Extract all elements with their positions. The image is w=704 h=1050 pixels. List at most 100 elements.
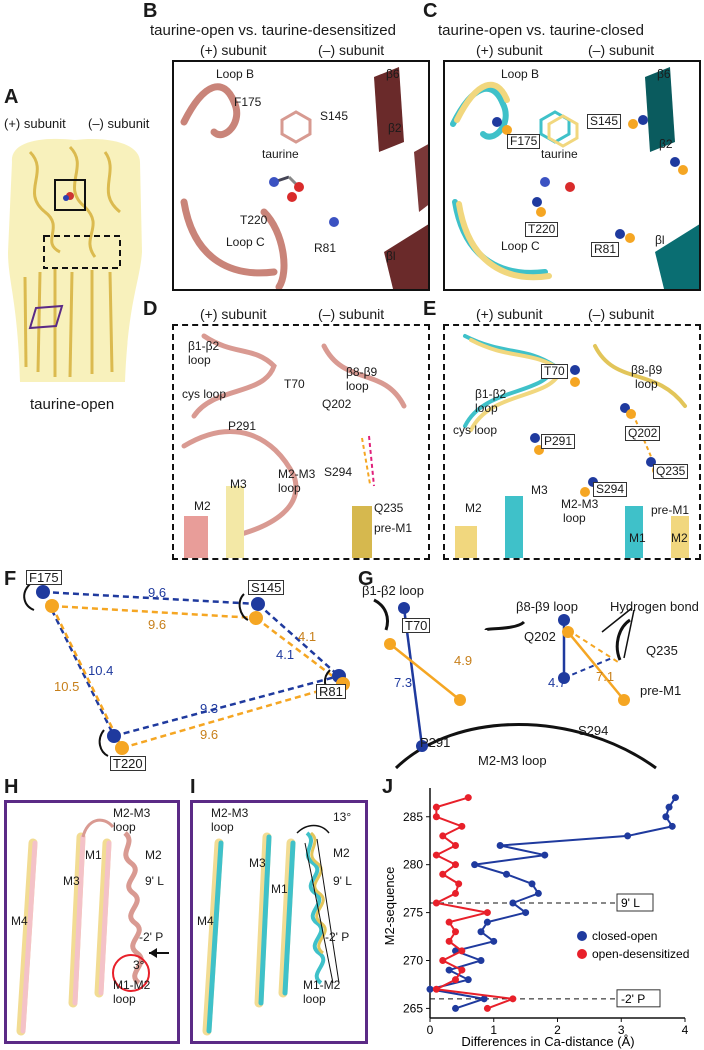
panel-c-beta6: β6 [657, 67, 671, 81]
panel-g-m2m3-loop: M2-M3 loop [478, 753, 547, 768]
panel-e-m2-left: M2 [465, 501, 482, 515]
panel-h-m4: M4 [11, 914, 28, 928]
panel-h-loop2: loop [113, 992, 136, 1006]
tm-box [28, 304, 64, 330]
panel-d-m2m3: M2-M3 [278, 467, 316, 481]
x-tick-label: 3 [618, 1023, 625, 1037]
data-point [432, 851, 440, 859]
panel-e-t70: T70 [541, 364, 568, 379]
panel-f-dist-right-orange: 4.1 [298, 629, 317, 644]
panel-i-loop1: loop [211, 820, 234, 834]
panel-g-dist-left-orange: 4.9 [454, 653, 473, 668]
panel-d-p291: P291 [228, 419, 257, 433]
panel-h-9l: 9' L [145, 874, 164, 888]
data-point [624, 832, 632, 840]
panel-e-plus-subunit: (+) subunit [476, 306, 543, 322]
panel-h-m3: M3 [63, 874, 80, 888]
data-point [445, 937, 453, 945]
panel-b-f175: F175 [234, 95, 262, 109]
panel-e-m2m3: M2-M3 [561, 497, 599, 511]
panel-c-s145: S145 [587, 114, 622, 129]
data-point [445, 918, 453, 926]
panel-d-frame: β1-β2 loop T70 cys loop β8-β9 loop Q202 … [172, 324, 430, 560]
panel-i-m2m3: M2-M3 [211, 806, 249, 820]
panel-letter-e: E [423, 298, 437, 320]
panel-e-minus-subunit: (–) subunit [588, 306, 655, 322]
data-point [458, 822, 466, 830]
x-tick-label: 0 [427, 1023, 434, 1037]
data-point [509, 899, 517, 907]
panel-c-frame: Loop B F175 β6 S145 β2 taurine T220 Loop… [443, 60, 701, 291]
panel-e-loop1: loop [635, 377, 658, 391]
panel-d-b8b9: β8-β9 [346, 365, 378, 379]
data-point [483, 909, 491, 917]
panel-h-loop1: loop [113, 820, 136, 834]
panel-g-s294: S294 [578, 723, 609, 738]
data-point [490, 937, 498, 945]
panel-c-r81: R81 [591, 242, 620, 257]
data-point [503, 870, 510, 878]
data-point [452, 1004, 459, 1012]
data-point [432, 813, 440, 821]
panel-i-m4: M4 [197, 914, 214, 928]
data-point [452, 976, 459, 984]
panel-d-loop3: loop [278, 481, 301, 495]
panel-i-m2: M2 [333, 846, 350, 860]
panel-letter-g: G [358, 568, 374, 590]
legend-marker [577, 931, 587, 941]
panel-letter-d: D [143, 298, 158, 320]
data-point [452, 842, 459, 849]
panel-h-m2: M2 [145, 848, 162, 862]
panel-d-s294: S294 [324, 465, 353, 479]
y-tick-label: 275 [403, 906, 423, 920]
data-point [528, 880, 536, 888]
panel-letter-a: A [4, 86, 19, 108]
panel-d-q235: Q235 [374, 501, 404, 515]
series-line [432, 796, 514, 1010]
panel-i-loop2: loop [303, 992, 326, 1006]
legend-label: open-desensitized [592, 947, 689, 961]
panel-i-13deg: 13° [333, 810, 352, 824]
panel-b-taurine: taurine [262, 147, 299, 161]
panel-e-b8b9: β8-β9 [631, 363, 663, 377]
x-axis-label: Differences in Ca-distance (Å) [461, 1034, 634, 1049]
data-point [464, 976, 472, 984]
data-point [455, 880, 463, 888]
panel-h-m1m2: M1-M2 [113, 978, 151, 992]
legend-marker [577, 949, 587, 959]
receptor-structure-image [8, 138, 142, 382]
data-point [483, 1004, 491, 1012]
panel-g-dist-right-orange: 7.1 [596, 669, 615, 684]
panel-e-frame: T70 β8-β9 loop β1-β2 loop cys loop P291 … [443, 324, 701, 560]
panel-b-beta2: β2 [388, 121, 402, 135]
panel-f-t220: T220 [110, 756, 146, 771]
data-point [471, 861, 479, 869]
panel-letter-f: F [4, 568, 17, 590]
panel-f-dist-left-orange: 10.5 [54, 679, 80, 694]
data-point [668, 822, 676, 830]
panel-h-m1: M1 [85, 848, 102, 862]
panel-letter-i: I [190, 776, 196, 798]
panel-c-taurine: taurine [541, 147, 578, 161]
panel-e-m2-right: M2 [671, 531, 688, 545]
panel-a-plus-subunit: (+) subunit [4, 116, 66, 131]
panel-d-cys-loop: cys loop [182, 387, 227, 401]
panel-i-m1m2: M1-M2 [303, 978, 341, 992]
data-point [480, 995, 488, 1003]
panel-i-m3: M3 [249, 856, 266, 870]
panel-d-pre-m1: pre-M1 [374, 521, 413, 535]
panel-f-dist-bottom-orange: 9.6 [200, 727, 219, 742]
panel-e-loop3: loop [563, 511, 586, 525]
panel-f-dist-top-blue: 9.6 [148, 585, 167, 600]
panel-f-dist-top-orange: 9.6 [148, 617, 167, 632]
panel-e-cys-loop: cys loop [453, 423, 498, 437]
panel-g-b1b2-loop: β1-β2 loop [362, 583, 424, 598]
data-point [477, 957, 485, 964]
panel-f-diagram [23, 583, 350, 757]
data-point [464, 794, 472, 802]
data-point [439, 832, 447, 840]
panel-d-m3: M3 [230, 477, 247, 491]
panel-g-q202: Q202 [524, 629, 556, 644]
panel-b-plus-subunit: (+) subunit [200, 42, 267, 58]
panel-e-q235: Q235 [653, 464, 689, 479]
